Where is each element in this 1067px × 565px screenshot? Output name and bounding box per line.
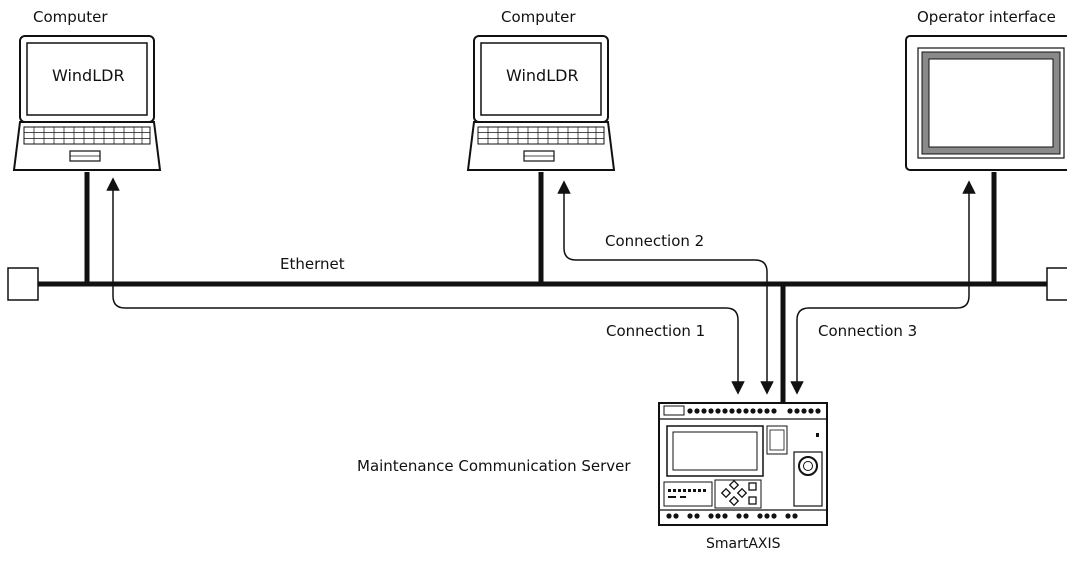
ethernet-bus <box>7 172 1067 403</box>
connection-3-path <box>790 180 976 395</box>
connection-3-label: Connection 3 <box>818 322 918 340</box>
computer-left-screen-text: WindLDR <box>52 66 125 85</box>
bus-terminator-right <box>1046 267 1067 301</box>
plc-role-label: Maintenance Communication Server <box>357 457 631 475</box>
laptop-icon-center <box>466 35 616 171</box>
laptop-icon-left <box>12 35 162 171</box>
connection-1-label: Connection 1 <box>606 322 706 340</box>
computer-center-screen-text: WindLDR <box>506 66 579 85</box>
bus-terminator-left <box>7 267 39 301</box>
computer-left-title: Computer <box>33 8 108 26</box>
smartaxis-plc-icon <box>658 402 828 526</box>
ethernet-label: Ethernet <box>280 255 345 273</box>
operator-interface-icon <box>905 35 1067 171</box>
operator-interface-title: Operator interface <box>917 8 1056 26</box>
connection-2-path <box>557 180 774 395</box>
plc-name-label: SmartAXIS <box>706 536 781 552</box>
computer-center-title: Computer <box>501 8 576 26</box>
connection-2-label: Connection 2 <box>605 232 705 250</box>
